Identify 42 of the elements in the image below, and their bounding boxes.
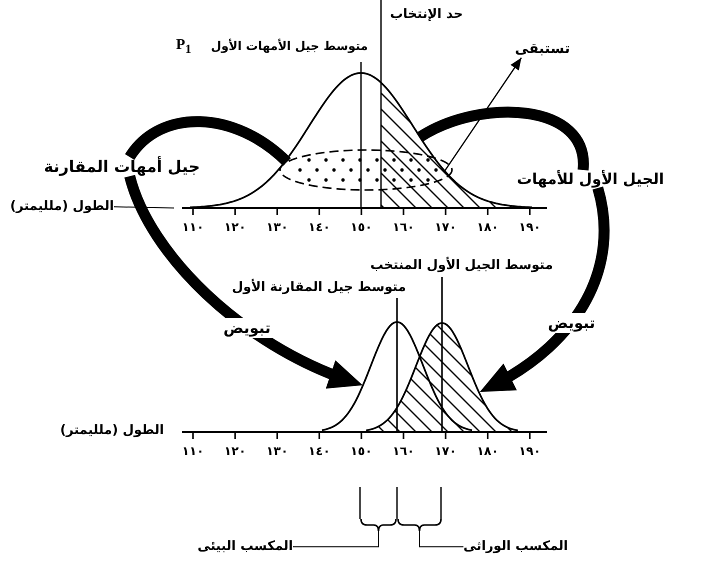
leader-line xyxy=(419,530,464,548)
leader-line xyxy=(114,206,174,208)
mean-label: متوسط جيل الأمهات الأول xyxy=(210,39,368,54)
tick-label: ١٧٠ xyxy=(434,220,457,234)
hatched-bell-curve xyxy=(366,322,518,433)
dotted-ellipse xyxy=(279,149,453,191)
tick-label: ١٢٠ xyxy=(224,220,246,234)
curved-arrow xyxy=(480,186,610,393)
axis-title: الطول (ملليمتر) xyxy=(60,423,164,439)
gain-label: المكسب البيئى xyxy=(197,539,293,555)
curved-connector xyxy=(125,116,291,166)
tick-label: ١٩٠ xyxy=(518,220,541,234)
tick-label: ١٢٠ xyxy=(224,444,246,458)
mean-label: متوسط جيل المقارنة الأول xyxy=(232,280,406,296)
leader-line xyxy=(292,530,379,548)
tick-label: ١٥٠ xyxy=(350,220,372,234)
group-label: الجيل الأول للأمهات xyxy=(516,170,664,188)
curved-arrow xyxy=(124,174,363,388)
tick-label: ١٤٠ xyxy=(308,444,330,458)
line-label: حد الإنتخاب xyxy=(390,7,463,23)
tick-label: ١٣٠ xyxy=(266,444,288,458)
tick-label: ١٤٠ xyxy=(308,220,330,234)
tick-label: ١٧٠ xyxy=(434,444,457,458)
tick-label: ١٨٠ xyxy=(476,220,499,234)
tick-label: ١٥٠ xyxy=(350,444,372,458)
tick-label: ١٦٠ xyxy=(392,444,414,458)
arrow xyxy=(443,57,522,172)
mean-label: متوسط الجيل الأول المنتخب xyxy=(370,258,553,274)
gain-label: المكسب الوراثى xyxy=(463,539,568,555)
tick-label: ١٣٠ xyxy=(266,220,288,234)
arrow-label: تستبقى xyxy=(514,41,570,58)
brace xyxy=(360,518,397,532)
tick-label: ١٩٠ xyxy=(518,444,541,458)
axis-title: الطول (ملليمتر) xyxy=(10,199,114,215)
tick-label: ١٦٠ xyxy=(392,220,414,234)
symbol-label: P$_{1}$ xyxy=(176,36,192,57)
tick-label: ١١٠ xyxy=(182,444,204,458)
bell-curve xyxy=(322,321,472,432)
group-label: جيل أمهات المقارنة xyxy=(44,157,200,176)
tick-label: ١١٠ xyxy=(182,220,204,234)
brace xyxy=(397,518,442,532)
tick-label: ١٨٠ xyxy=(476,444,499,458)
